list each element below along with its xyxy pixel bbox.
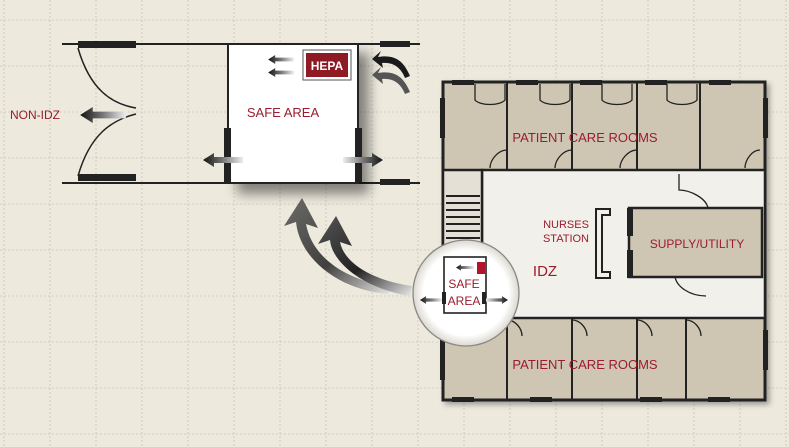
safe-area-detail: SAFE AREA HEPA NON-IDZ <box>10 41 420 185</box>
patient-care-rooms-bottom-label: PATIENT CARE ROOMS <box>512 357 658 372</box>
floor-plan-details: PATIENT CARE ROOMS PATIENT CARE ROOMS NU… <box>440 80 768 402</box>
patient-care-rooms-top-label: PATIENT CARE ROOMS <box>512 130 658 145</box>
nurses-station-desk <box>595 208 611 279</box>
non-idz-label: NON-IDZ <box>10 108 60 122</box>
nurses-station-label-line2: STATION <box>543 233 589 245</box>
safe-area-small-label-line1: SAFE <box>448 277 479 291</box>
stairs-icon <box>446 195 480 239</box>
supply-utility-label: SUPPLY/UTILITY <box>650 237 744 251</box>
hepa-filter-small-icon <box>477 262 485 274</box>
zoom-callout-arrow-icon <box>284 198 412 296</box>
hepa-filter-icon: HEPA <box>302 49 352 81</box>
hepa-label: HEPA <box>311 59 344 73</box>
nurses-station-label-line1: NURSES <box>543 219 589 231</box>
safe-area-small-label-line2: AREA <box>448 294 481 308</box>
idz-label: IDZ <box>533 263 557 280</box>
magnifier-callout: SAFE AREA <box>412 239 520 347</box>
supply-utility-room <box>627 174 764 297</box>
double-door-swing-icon <box>77 47 137 177</box>
curved-airflow-arrow-icon <box>372 51 410 94</box>
safe-area-large-label: SAFE AREA <box>247 105 320 120</box>
